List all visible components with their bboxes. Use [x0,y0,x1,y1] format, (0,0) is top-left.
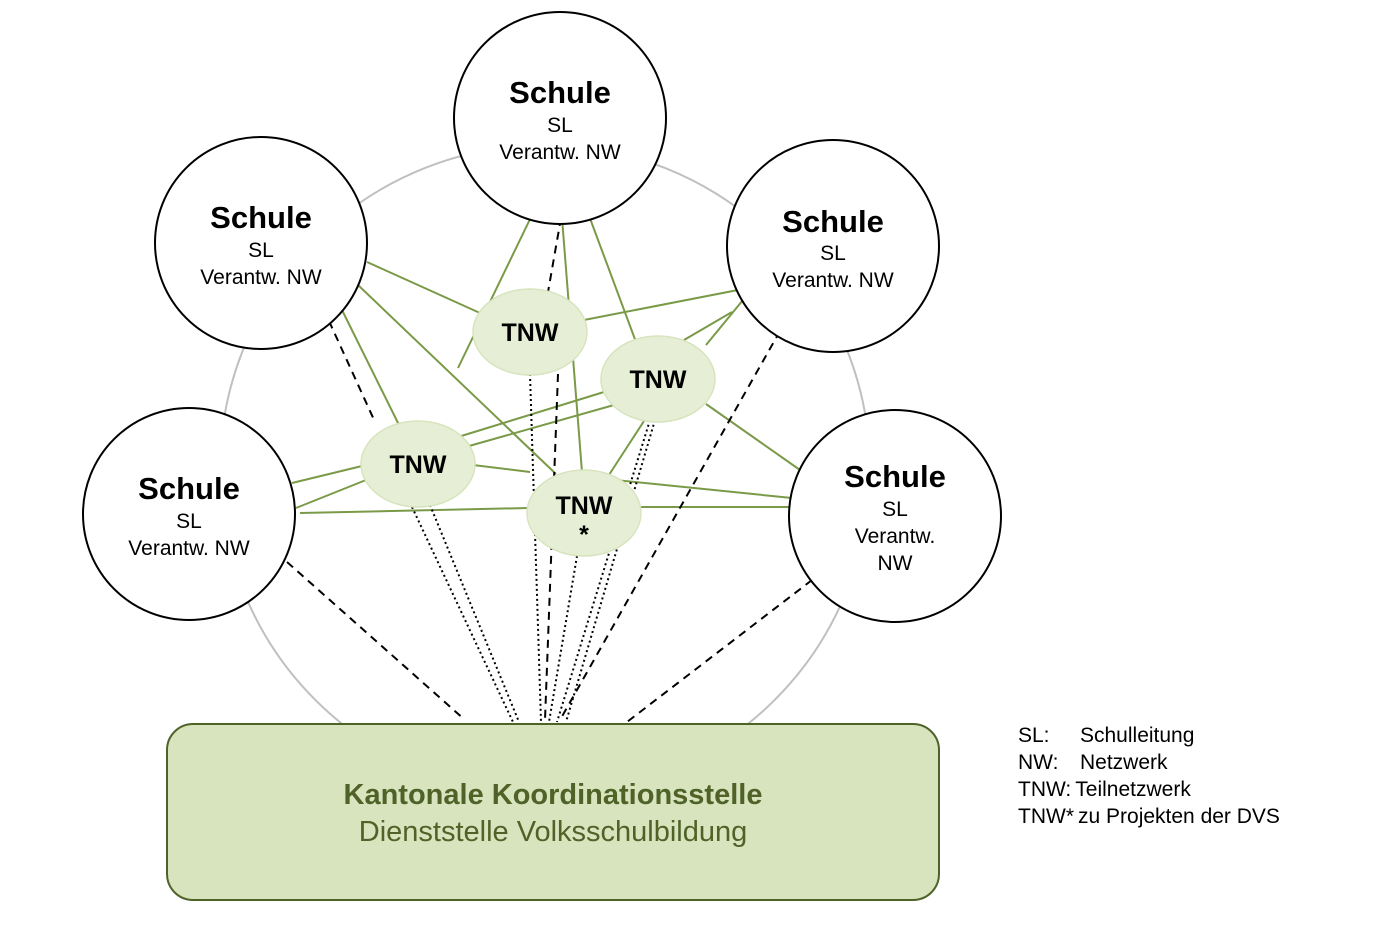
school-line-2: Verantw. NW [128,537,250,560]
dotted-link [548,555,578,723]
school-line-1: SL [547,114,573,137]
link-line [705,299,744,346]
dotted-link [529,373,542,723]
school-title: Schule [782,204,884,239]
school-node: Schule SL Verantw. NW [726,139,940,353]
school-line-2: Verantw. NW [499,141,621,164]
legend-item: NW: Netzwerk [1018,749,1280,776]
link-line [366,261,481,314]
legend-item: TNW*zu Projekten der DVS [1018,803,1280,830]
link-line [341,309,401,428]
subnetwork-label: TNW [502,319,559,347]
dashed-link [286,561,466,721]
legend-abbr: NW: [1018,751,1059,774]
legend-abbr: TNW* [1018,805,1074,828]
link-line [583,289,739,321]
legend-item: SL: Schulleitung [1018,722,1280,749]
school-line-1: SL [176,510,202,533]
legend-text: Netzwerk [1080,751,1168,774]
legend-text: zu Projekten der DVS [1078,805,1280,828]
link-line [606,420,645,479]
link-line [457,212,534,369]
link-line [357,284,557,475]
dashed-link [547,217,562,293]
subnetwork-node: TNW [600,335,716,423]
network-links [291,212,801,514]
link-line [705,403,801,471]
school-node: Schule SL Verantw. NW [788,409,1002,623]
link-line [472,464,531,473]
coordination-office: Kantonale Koordinationsstelle Dienststel… [166,723,940,901]
school-line-1: SL [820,242,846,265]
subnetwork-mark: * [579,521,589,549]
subnetwork-node: TNW * [526,469,642,557]
legend-text: Schulleitung [1080,724,1195,747]
subnetwork-node: TNW [360,420,476,508]
legend-abbr: SL: [1018,724,1050,747]
subnetwork-node: TNW [472,288,588,376]
school-title: Schule [210,200,312,235]
subnetwork-label: TNW [630,366,687,394]
school-line-3: NW [878,552,913,575]
link-line [291,465,363,484]
legend-abbr: TNW: [1018,778,1072,801]
coordination-title: Kantonale Koordinationsstelle [344,779,763,811]
link-line [683,311,733,341]
school-line-1: SL [248,239,274,262]
school-node: Schule SL Verantw. NW [453,11,667,225]
dashed-link [328,320,376,423]
dashed-link [626,579,813,723]
coordination-subtitle: Dienststelle Volksschulbildung [359,816,748,848]
subnetwork-links [411,373,656,723]
school-node: Schule SL Verantw. NW [154,136,368,350]
dotted-link [429,504,520,723]
dashed-link [559,330,781,721]
school-title: Schule [138,471,240,506]
school-title: Schule [844,459,946,494]
link-line [614,479,793,499]
school-line-2: Verantw. NW [772,269,894,292]
dotted-link [411,506,514,723]
school-title: Schule [509,75,611,110]
dotted-link [565,419,656,723]
school-line-1: SL [882,498,908,521]
school-line-2: Verantw. [855,525,936,548]
subnetwork-label: TNW [390,451,447,479]
legend-item: TNW:Teilnetzwerk [1018,776,1280,803]
link-line [461,404,615,449]
subnetwork-label: TNW [556,492,613,520]
dotted-link [556,419,651,723]
link-line [295,479,367,509]
legend: SL: Schulleitung NW: Netzwerk TNW:Teilnetz… [1018,722,1280,830]
link-line [587,212,637,343]
link-line [299,507,529,514]
legend-text: Teilnetzwerk [1075,778,1191,801]
school-node: Schule SL Verantw. NW [82,407,296,621]
school-line-2: Verantw. NW [200,266,322,289]
